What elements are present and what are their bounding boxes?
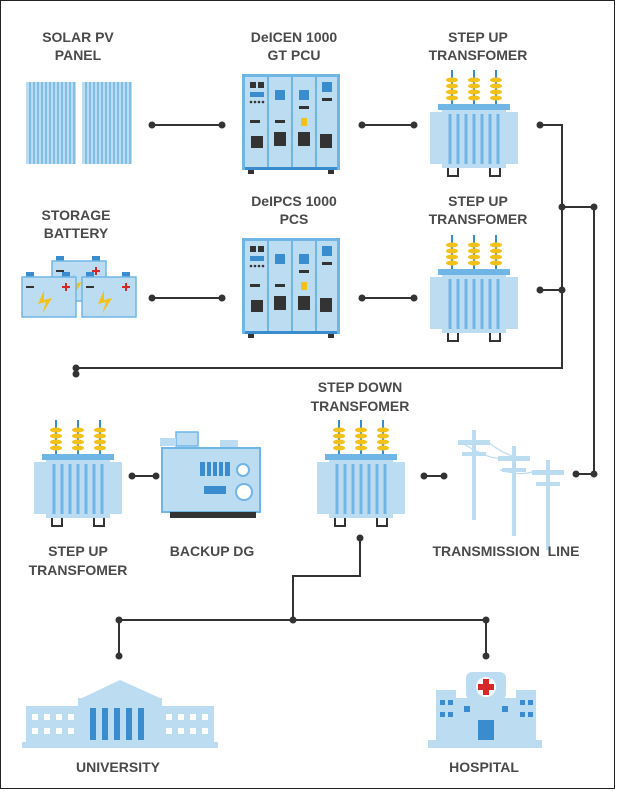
labels: SOLAR PV PANEL DeICEN 1000 GT PCU STEP U… — [29, 29, 580, 775]
transformer-icon — [428, 68, 520, 178]
solar-panel-icon — [25, 81, 133, 165]
stepup-a-label-line1: STEP UP — [448, 29, 508, 45]
stepup-b-label-line1: STEP UP — [448, 193, 508, 209]
hospital-building-icon — [428, 672, 542, 748]
power-pole-icon — [458, 430, 564, 550]
transformer-icon — [32, 418, 124, 528]
stepup-c-label-line2: TRANSFOMER — [29, 562, 128, 578]
solar-label-line2: PANEL — [55, 47, 102, 63]
hospital-label: HOSPITAL — [449, 759, 519, 775]
storage-label-line2: BATTERY — [44, 225, 109, 241]
pcs-cabinet-icon — [241, 237, 341, 339]
stepup-a-label-line2: TRANSFOMER — [429, 47, 528, 63]
connector-dots — [72, 121, 598, 660]
university-label: UNIVERSITY — [76, 759, 161, 775]
stepup-c-label-line1: STEP UP — [48, 543, 108, 559]
stepdown-label-line2: TRANSFOMER — [311, 398, 410, 414]
inverter-cabinet-icon — [241, 73, 341, 175]
storage-label-line1: STORAGE — [42, 207, 111, 223]
university-building-icon — [22, 680, 218, 748]
transformer-icon — [315, 418, 407, 528]
stepdown-label-line1: STEP DOWN — [318, 379, 403, 395]
transformer-icon — [428, 233, 520, 343]
stepup-b-label-line2: TRANSFOMER — [429, 211, 528, 227]
pcu-label-line1: DeICEN 1000 — [251, 29, 338, 45]
pcs-label-line2: PCS — [280, 211, 309, 227]
transmission-line-label: TRANSMISSION LINE — [432, 543, 579, 559]
backup-dg-label: BACKUP DG — [170, 543, 255, 559]
pcu-label-line2: GT PCU — [268, 47, 321, 63]
solar-label-line1: SOLAR PV — [42, 29, 114, 45]
pcs-label-line1: DeIPCS 1000 — [251, 193, 337, 209]
battery-icon — [21, 255, 137, 318]
diesel-generator-icon — [160, 431, 261, 518]
